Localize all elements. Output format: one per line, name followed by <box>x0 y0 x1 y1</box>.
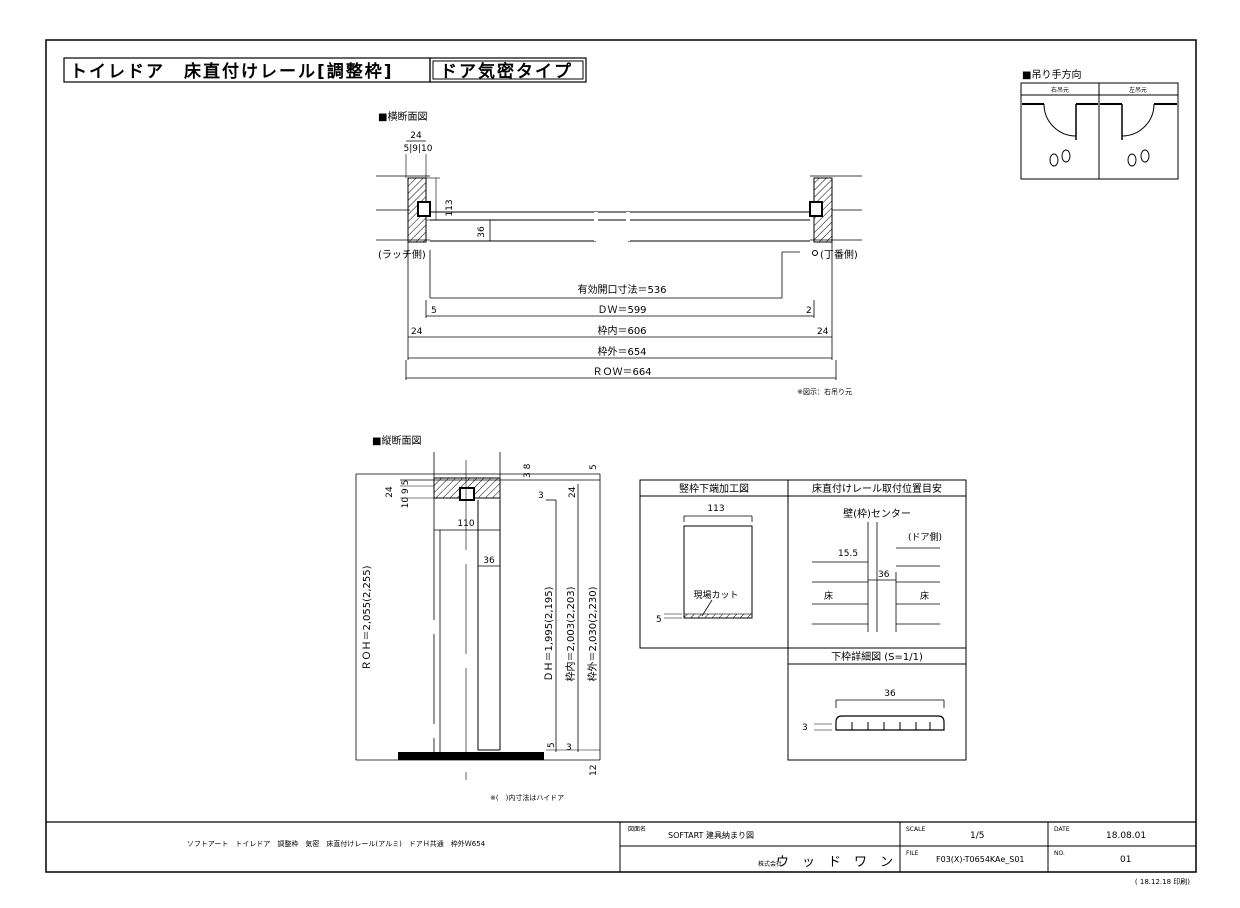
footprint-icon <box>1061 149 1071 163</box>
plan-note: ※図示：右吊り元 <box>797 387 852 396</box>
frame-outer-width: 枠外＝654 <box>597 345 646 358</box>
lower-frame-36: 36 <box>884 689 896 699</box>
section-dim-5-top: 5 <box>589 464 599 470</box>
scale-label: SCALE <box>906 826 925 833</box>
printed-date: ( 18.12.18 印刷) <box>1135 878 1190 886</box>
bottom-process-5: 5 <box>656 615 662 625</box>
lower-frame-box <box>787 647 967 761</box>
sheet-border <box>45 39 1197 873</box>
jamb-profile <box>683 525 753 619</box>
swing-right-sketch <box>1022 103 1098 167</box>
frame-outer-height: 枠外＝2,030(2,230) <box>586 586 599 681</box>
section-heading: ■縦断面図 <box>372 434 421 447</box>
hinge-pin-icon <box>812 250 818 256</box>
swing-left-label: 左吊元 <box>1129 86 1147 94</box>
plan-dim-113: 113 <box>445 199 455 216</box>
plan-dim-36: 36 <box>477 226 487 238</box>
drawing-label: 図面名 <box>628 825 646 833</box>
section-dim-5-bottom: 5 <box>547 742 557 748</box>
bottom-process-title: 竪枠下端加工図 <box>679 482 749 495</box>
site-cut-area <box>683 613 753 619</box>
swing-heading: ■吊り手方向 <box>1022 68 1081 81</box>
swing-right-label: 右吊元 <box>1051 86 1069 94</box>
plan-dim-24-left: 24 <box>411 327 423 337</box>
section-dim-36: 36 <box>483 556 495 566</box>
frame-inner-width: 枠内＝606 <box>597 324 646 337</box>
section-dim-24: 24 <box>568 486 578 498</box>
head-rail <box>459 487 475 501</box>
file-label: FILE <box>906 850 919 857</box>
hinge-block <box>809 201 823 217</box>
wall-center-label: 壁(枠)センター <box>843 507 911 520</box>
section-dim-3: 3 <box>538 491 544 501</box>
dh-dimension: ＤＨ＝1,995(2,195) <box>544 586 555 681</box>
bottom-process-113: 113 <box>707 504 724 514</box>
horizontal-section: ■横断面図 24 5|9|10 113 36 (ラッチ側) <box>376 110 862 396</box>
section-dim-12: 12 <box>589 765 599 776</box>
lower-frame-title: 下枠詳細図 (S=1/1) <box>831 650 923 663</box>
vertical-section: ■縦断面図 5 3 8 24 10 9 5 110 36 3 <box>355 434 601 802</box>
plan-heading: ■横断面図 <box>378 110 427 123</box>
latch-strike <box>417 201 431 217</box>
section-dim-24-left: 24 <box>385 486 395 498</box>
file-value: F03(X)-T0654KAe_S01 <box>936 855 1025 864</box>
roh-dimension: ＲＯＨ＝2,055(2,255) <box>362 565 373 670</box>
footprint-icon <box>1140 149 1150 163</box>
section-note: ※( )内寸法はハイドア <box>490 793 564 802</box>
floor-right-label: 床 <box>920 590 929 602</box>
plan-dim-5-9-10: 5|9|10 <box>404 144 433 154</box>
floor-left-label: 床 <box>824 590 833 602</box>
titleblock-description: ソフトアート トイレドア 調整枠 気密 床直付けレール(アルミ) ドアＨ共通 枠… <box>187 839 486 848</box>
plan-dim-5: 5 <box>431 306 437 316</box>
rail-dim-15-5: 15.5 <box>838 549 858 559</box>
detail-panels: 竪枠下端加工図 113 現場カット 5 床直付けレール取付位置目安 壁(枠)セン… <box>639 479 967 761</box>
badge-inner <box>432 60 584 80</box>
section-dim-3-8: 3 8 <box>523 463 533 478</box>
plan-dim-24: 24 <box>410 131 422 141</box>
plan-dim-24-right: 24 <box>817 327 829 337</box>
drawing-title: トイレドア 床直付けレール[調整枠] ドア気密タイプ <box>63 57 587 83</box>
dw-dimension: ＤＷ＝599 <box>597 305 646 316</box>
site-cut-label: 現場カット <box>693 589 738 601</box>
date-value: 18.08.01 <box>1106 831 1146 841</box>
title-block: ソフトアート トイレドア 調整枠 気密 床直付けレール(アルミ) ドアＨ共通 枠… <box>46 821 1196 886</box>
company-label: 株式会社 <box>758 860 782 868</box>
section-dim-3-bottom: 3 <box>566 743 572 753</box>
badge-outer <box>429 57 587 83</box>
lower-rail-profile <box>835 715 945 731</box>
rail-dim-36: 36 <box>878 570 890 580</box>
date-label: DATE <box>1054 826 1070 833</box>
lower-frame-3: 3 <box>802 723 808 733</box>
plan-dim-2: 2 <box>806 306 812 316</box>
rail-position-title: 床直付けレール取付位置目安 <box>812 482 942 495</box>
footprint-icon <box>1049 153 1059 167</box>
footprint-icon <box>1127 153 1137 167</box>
swing-direction-panel: ■吊り手方向 右吊元 左吊元 <box>1020 68 1179 180</box>
title-badge: ドア気密タイプ <box>440 61 573 82</box>
frame-inner-height: 枠内＝2,003(2,203) <box>564 586 577 681</box>
title-main: トイレドア 床直付けレール[調整枠] <box>70 61 394 82</box>
drawing-name: SOFTART 建具納まり図 <box>668 830 754 840</box>
scale-value: 1/5 <box>970 831 984 841</box>
effective-opening: 有効開口寸法＝536 <box>577 283 666 296</box>
no-label: NO. <box>1054 850 1065 857</box>
no-value: 01 <box>1120 855 1131 865</box>
door-side-label: (ドア側) <box>908 531 942 543</box>
section-dim-10-9-5: 10 9 5 <box>401 480 411 509</box>
company-name: ウ ッ ド ワ ン <box>776 855 893 870</box>
swing-left-sketch <box>1100 103 1177 167</box>
row-dimension: ＲＯＷ＝664 <box>592 367 651 378</box>
latch-side-label: (ラッチ側) <box>378 248 426 261</box>
hinge-side-label: (丁番側) <box>820 248 858 261</box>
floor-rail <box>398 752 544 760</box>
